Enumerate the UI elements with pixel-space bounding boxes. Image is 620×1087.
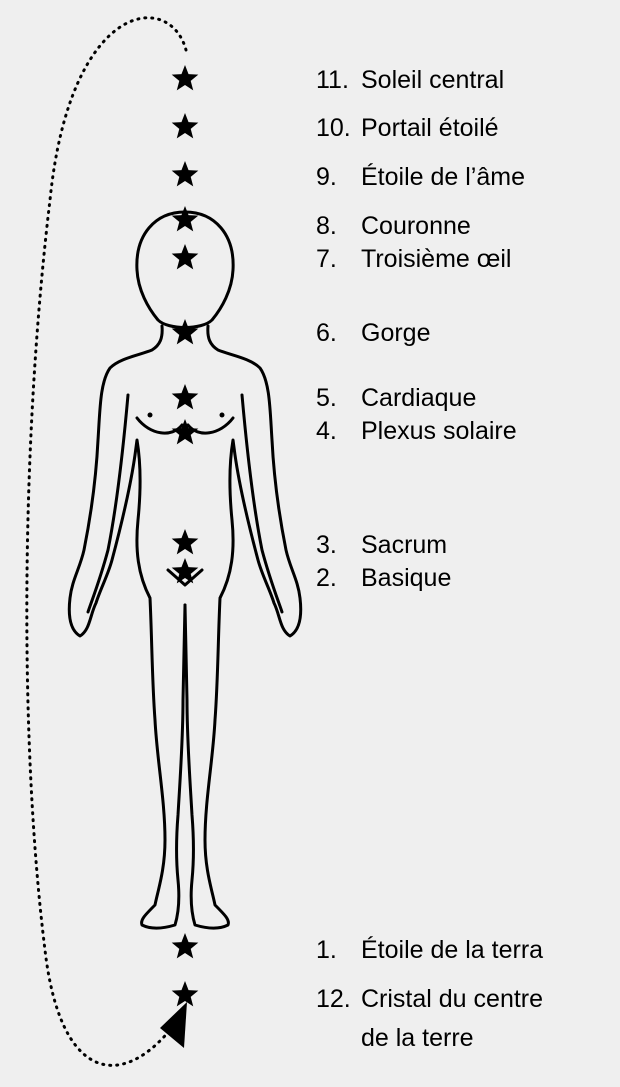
bust-dot-left bbox=[148, 413, 153, 418]
bust-dot-right bbox=[220, 413, 225, 418]
label-11: 11. Soleil central bbox=[316, 66, 504, 94]
label-number: 3. bbox=[316, 531, 337, 559]
label-text-line2: de la terre bbox=[361, 1024, 474, 1052]
label-number: 5. bbox=[316, 384, 337, 412]
label-number: 7. bbox=[316, 245, 337, 273]
label-3: 3. Sacrum bbox=[316, 531, 447, 559]
label-number: 9. bbox=[316, 163, 337, 191]
label-text: Portail étoilé bbox=[361, 114, 499, 142]
label-text: Sacrum bbox=[361, 531, 447, 559]
label-text: Soleil central bbox=[361, 66, 504, 94]
label-text: Étoile de l’âme bbox=[361, 162, 525, 191]
label-text: Gorge bbox=[361, 319, 430, 347]
label-6: 6. Gorge bbox=[316, 319, 430, 347]
label-text: Cristal du centre bbox=[361, 985, 543, 1013]
label-10: 10. Portail étoilé bbox=[316, 114, 499, 142]
label-number: 1. bbox=[316, 936, 337, 964]
label-number: 11. bbox=[316, 66, 349, 94]
label-text: Plexus solaire bbox=[361, 417, 517, 445]
label-number: 2. bbox=[316, 564, 337, 592]
label-text: Couronne bbox=[361, 212, 471, 240]
label-2: 2. Basique bbox=[316, 564, 451, 592]
label-number: 8. bbox=[316, 212, 337, 240]
label-text: Cardiaque bbox=[361, 384, 476, 412]
label-text: Étoile de la terra bbox=[361, 935, 543, 964]
label-number: 12. bbox=[316, 985, 351, 1013]
label-number: 4. bbox=[316, 417, 337, 445]
label-number: 10. bbox=[316, 114, 351, 142]
label-number: 6. bbox=[316, 319, 337, 347]
label-text: Troisième œil bbox=[361, 245, 511, 273]
label-text: Basique bbox=[361, 564, 451, 592]
